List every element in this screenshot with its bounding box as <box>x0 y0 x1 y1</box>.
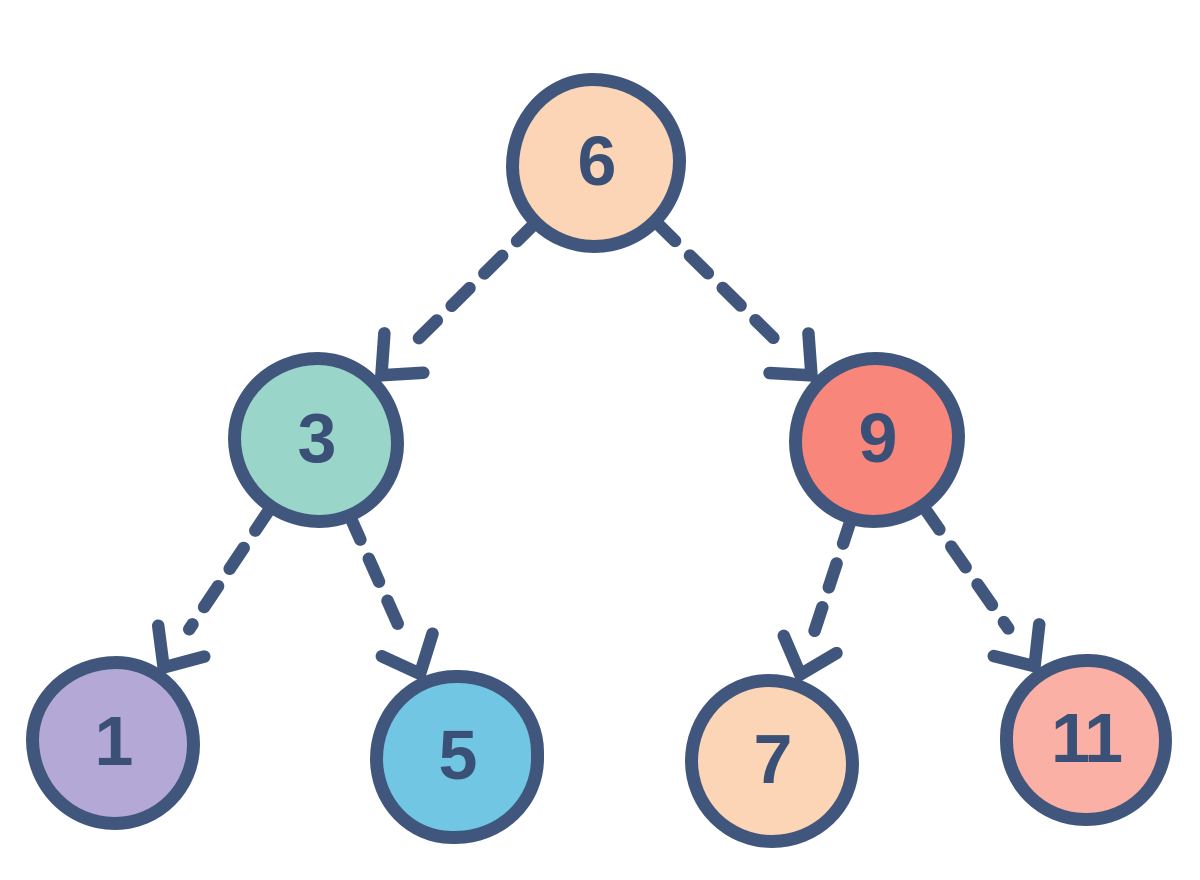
edge-dashed-line <box>407 217 542 350</box>
node-value: 7 <box>753 720 793 798</box>
tree-node-9: 9 <box>789 352 965 528</box>
edge-3-5-arrow <box>343 510 439 681</box>
node-value: 5 <box>438 716 478 794</box>
edge-9-7-arrow <box>777 513 858 681</box>
arrowhead-icon <box>375 627 439 681</box>
edge-6-3-arrow <box>375 217 542 382</box>
arrowhead-icon <box>151 619 211 674</box>
edge-dashed-line <box>808 513 858 638</box>
tree-node-6: 6 <box>506 73 686 253</box>
tree-node-11: 11 <box>1000 654 1172 826</box>
edge-dashed-line <box>918 502 1015 635</box>
edge-dashed-line <box>183 503 276 636</box>
arrowhead-icon <box>987 618 1046 673</box>
tree-node-5: 5 <box>370 670 544 844</box>
tree-node-1: 1 <box>26 656 200 830</box>
tree-node-3: 3 <box>228 352 404 528</box>
node-value: 1 <box>94 702 134 780</box>
edge-9-11-arrow <box>918 502 1046 673</box>
node-value: 3 <box>297 399 337 477</box>
tree-node-7: 7 <box>685 674 859 848</box>
node-value: 9 <box>858 399 898 477</box>
arrowhead-icon <box>375 327 430 382</box>
edge-dashed-line <box>343 510 408 639</box>
node-value: 6 <box>577 122 617 200</box>
edge-3-1-arrow <box>151 503 276 674</box>
arrowhead-icon <box>763 327 818 382</box>
arrowhead-icon <box>777 629 843 681</box>
edge-6-9-arrow <box>650 217 818 382</box>
node-value: 11 <box>1051 699 1123 777</box>
edge-dashed-line <box>650 217 785 350</box>
